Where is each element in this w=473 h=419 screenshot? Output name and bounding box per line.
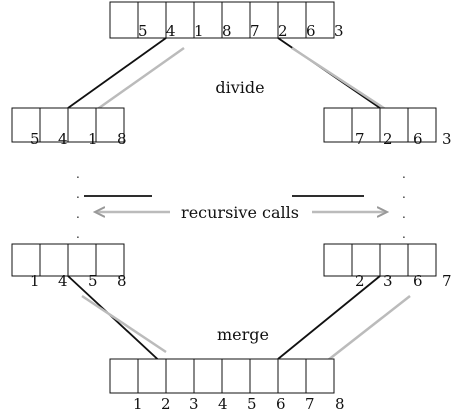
bottom-value: 8 [335,395,345,413]
right-divided-cell [351,107,381,143]
left-divided-value: 5 [30,130,40,148]
left-sorted-array: 1 4 5 8 [11,243,127,290]
left-sorted-cell [95,243,125,277]
top-value: 4 [166,22,176,40]
right-sorted-cell [407,243,437,277]
svg-text:.: . [76,187,80,201]
right-sorted-value: 7 [442,272,452,290]
left-sorted-value: 8 [117,272,127,290]
left-sorted-value: 5 [88,272,98,290]
left-sorted-cell [11,243,41,277]
svg-text:.: . [402,227,406,241]
top-cell [165,1,195,39]
top-value: 5 [138,22,148,40]
top-cell [277,1,307,39]
right-sorted-array: 2 3 6 7 [323,243,452,290]
bottom-cell [109,358,139,394]
right-sorted-value: 6 [413,272,423,290]
left-sorted-value: 1 [30,272,40,290]
left-divided-array: 5 4 1 8 [11,107,127,148]
left-divided-value: 8 [117,130,127,148]
left-divided-cell [95,107,125,143]
top-cell [109,1,139,39]
bottom-cell [249,358,279,394]
svg-text:.: . [402,167,406,181]
right-divided-cell [323,107,353,143]
right-sorted-value: 3 [383,272,393,290]
bottom-value: 3 [189,395,199,413]
bottom-value: 1 [133,395,143,413]
right-dots: . . . . . [402,167,406,255]
right-divided-value: 2 [383,130,393,148]
left-sorted-value: 4 [58,272,68,290]
bottom-cell [305,358,335,394]
right-divided-value: 3 [442,130,452,148]
top-array: 5 4 1 8 7 2 6 3 [109,1,344,40]
left-divided-cell [11,107,41,143]
bottom-cell [165,358,195,394]
left-divided-cell [67,107,97,143]
svg-text:.: . [402,207,406,221]
svg-text:.: . [76,167,80,181]
divide-label: divide [215,78,264,97]
top-value: 3 [334,22,344,40]
top-cell [137,1,167,39]
left-sorted-cell [39,243,69,277]
merge-label: merge [217,325,269,344]
right-sorted-value: 2 [355,272,365,290]
merge-left-copy-line [81,294,167,354]
right-divided-cell [379,107,409,143]
left-divided-cell [39,107,69,143]
left-divided-value: 1 [88,130,98,148]
merge-right-line [277,275,381,360]
svg-text:.: . [76,227,80,241]
recursive-label: recursive calls [181,203,299,222]
bottom-value: 6 [276,395,286,413]
right-sorted-cell [323,243,353,277]
bottom-cell [137,358,167,394]
right-divided-cell [407,107,437,143]
top-value: 2 [278,22,288,40]
bottom-cell [277,358,307,394]
right-divided-value: 6 [413,130,423,148]
bottom-value: 4 [218,395,228,413]
bottom-value: 7 [305,395,315,413]
bottom-array: 1 2 3 4 5 6 7 8 [109,358,345,413]
right-sorted-cell [351,243,381,277]
top-cell [249,1,279,39]
top-cell [193,1,223,39]
svg-text:.: . [402,187,406,201]
left-sorted-cell [67,243,97,277]
top-value: 8 [222,22,232,40]
left-dots: . . . . . [76,167,80,255]
top-value: 1 [194,22,204,40]
left-divided-value: 4 [58,130,68,148]
bottom-cell [221,358,251,394]
right-divided-array: 7 2 6 3 [323,107,452,148]
bottom-cell [193,358,223,394]
top-value: 7 [250,22,260,40]
bottom-value: 2 [161,395,171,413]
right-divided-value: 7 [355,130,365,148]
top-cell [305,1,335,39]
top-value: 6 [306,22,316,40]
bottom-value: 5 [247,395,257,413]
divide-left-line [67,37,167,109]
svg-text:.: . [76,207,80,221]
